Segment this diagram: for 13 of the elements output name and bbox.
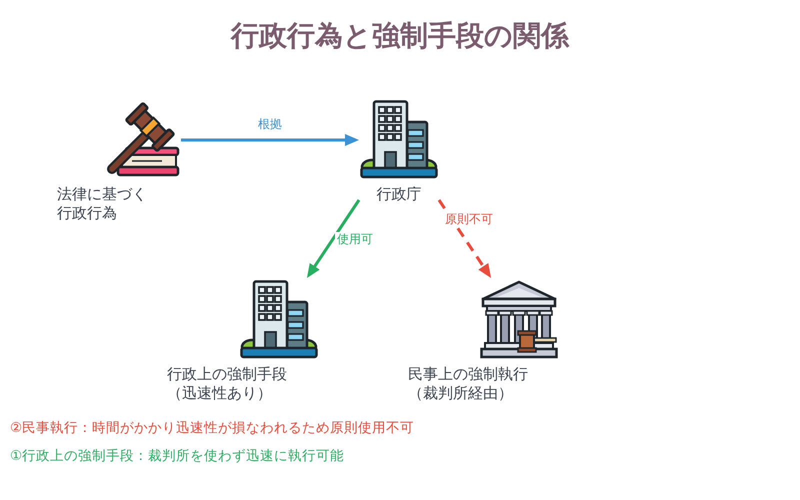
node-label: 法律に基づく行政行為 xyxy=(57,185,148,223)
edge-label: 使用可 xyxy=(335,232,375,246)
note: ①行政上の強制手段：裁判所を使わず迅速に執行可能 xyxy=(10,448,344,465)
edge-label: 原則不可 xyxy=(443,212,495,226)
edge-label: 根拠 xyxy=(256,117,284,131)
node-label: 民事上の強制執行（裁判所経由） xyxy=(408,365,529,403)
node-label: 行政庁 xyxy=(376,185,422,204)
title: 行政行為と強制手段の関係 xyxy=(231,19,569,53)
arrow xyxy=(438,199,492,278)
arrow xyxy=(181,134,359,146)
note: ②民事執行：時間がかかり迅速性が損なわれるため原則使用不可 xyxy=(10,420,414,437)
node-label: 行政上の強制手段（迅速性あり） xyxy=(167,365,288,403)
arrow xyxy=(306,199,360,278)
